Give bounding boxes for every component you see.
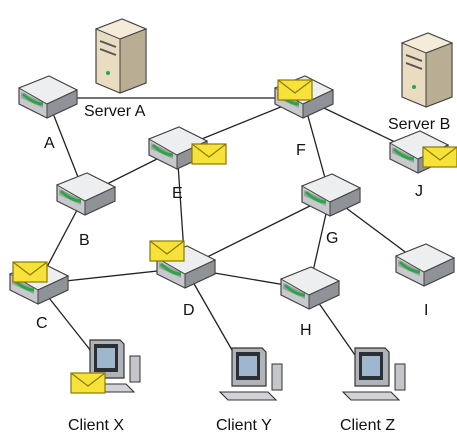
envelope-icon <box>277 79 313 101</box>
envelope-icon <box>149 240 185 262</box>
node-label-i: I <box>424 302 428 319</box>
node-label-f: F <box>296 142 306 159</box>
client-x-label: Client X <box>68 417 124 434</box>
nodes-layer <box>8 18 457 401</box>
client-y-label: Client Y <box>216 417 272 434</box>
router-b-icon <box>55 171 117 217</box>
link-d-g <box>184 195 331 269</box>
server-a-icon <box>95 18 147 94</box>
client-y-computer-icon <box>219 347 283 401</box>
links-layer <box>37 97 425 379</box>
client-z-label: Client Z <box>340 417 395 434</box>
server-b-icon <box>401 32 453 108</box>
server-b-label: Server B <box>388 116 450 133</box>
node-label-c: C <box>36 315 48 332</box>
envelope-icon <box>422 146 457 168</box>
router-g-icon <box>300 172 362 218</box>
node-label-g: G <box>326 230 338 247</box>
client-z-computer-icon <box>342 347 406 401</box>
router-a-icon <box>17 74 79 120</box>
envelope-icon <box>191 143 227 165</box>
node-label-d: D <box>183 302 195 319</box>
router-h-icon <box>279 265 341 311</box>
envelope-icon <box>12 261 48 283</box>
router-i-icon <box>394 242 456 288</box>
node-label-j: J <box>415 183 423 200</box>
node-label-h: H <box>300 322 312 339</box>
node-label-a: A <box>44 135 55 152</box>
server-a-label: Server A <box>84 103 146 120</box>
node-label-b: B <box>79 232 90 249</box>
envelope-icon <box>70 372 106 394</box>
node-label-e: E <box>172 185 183 202</box>
